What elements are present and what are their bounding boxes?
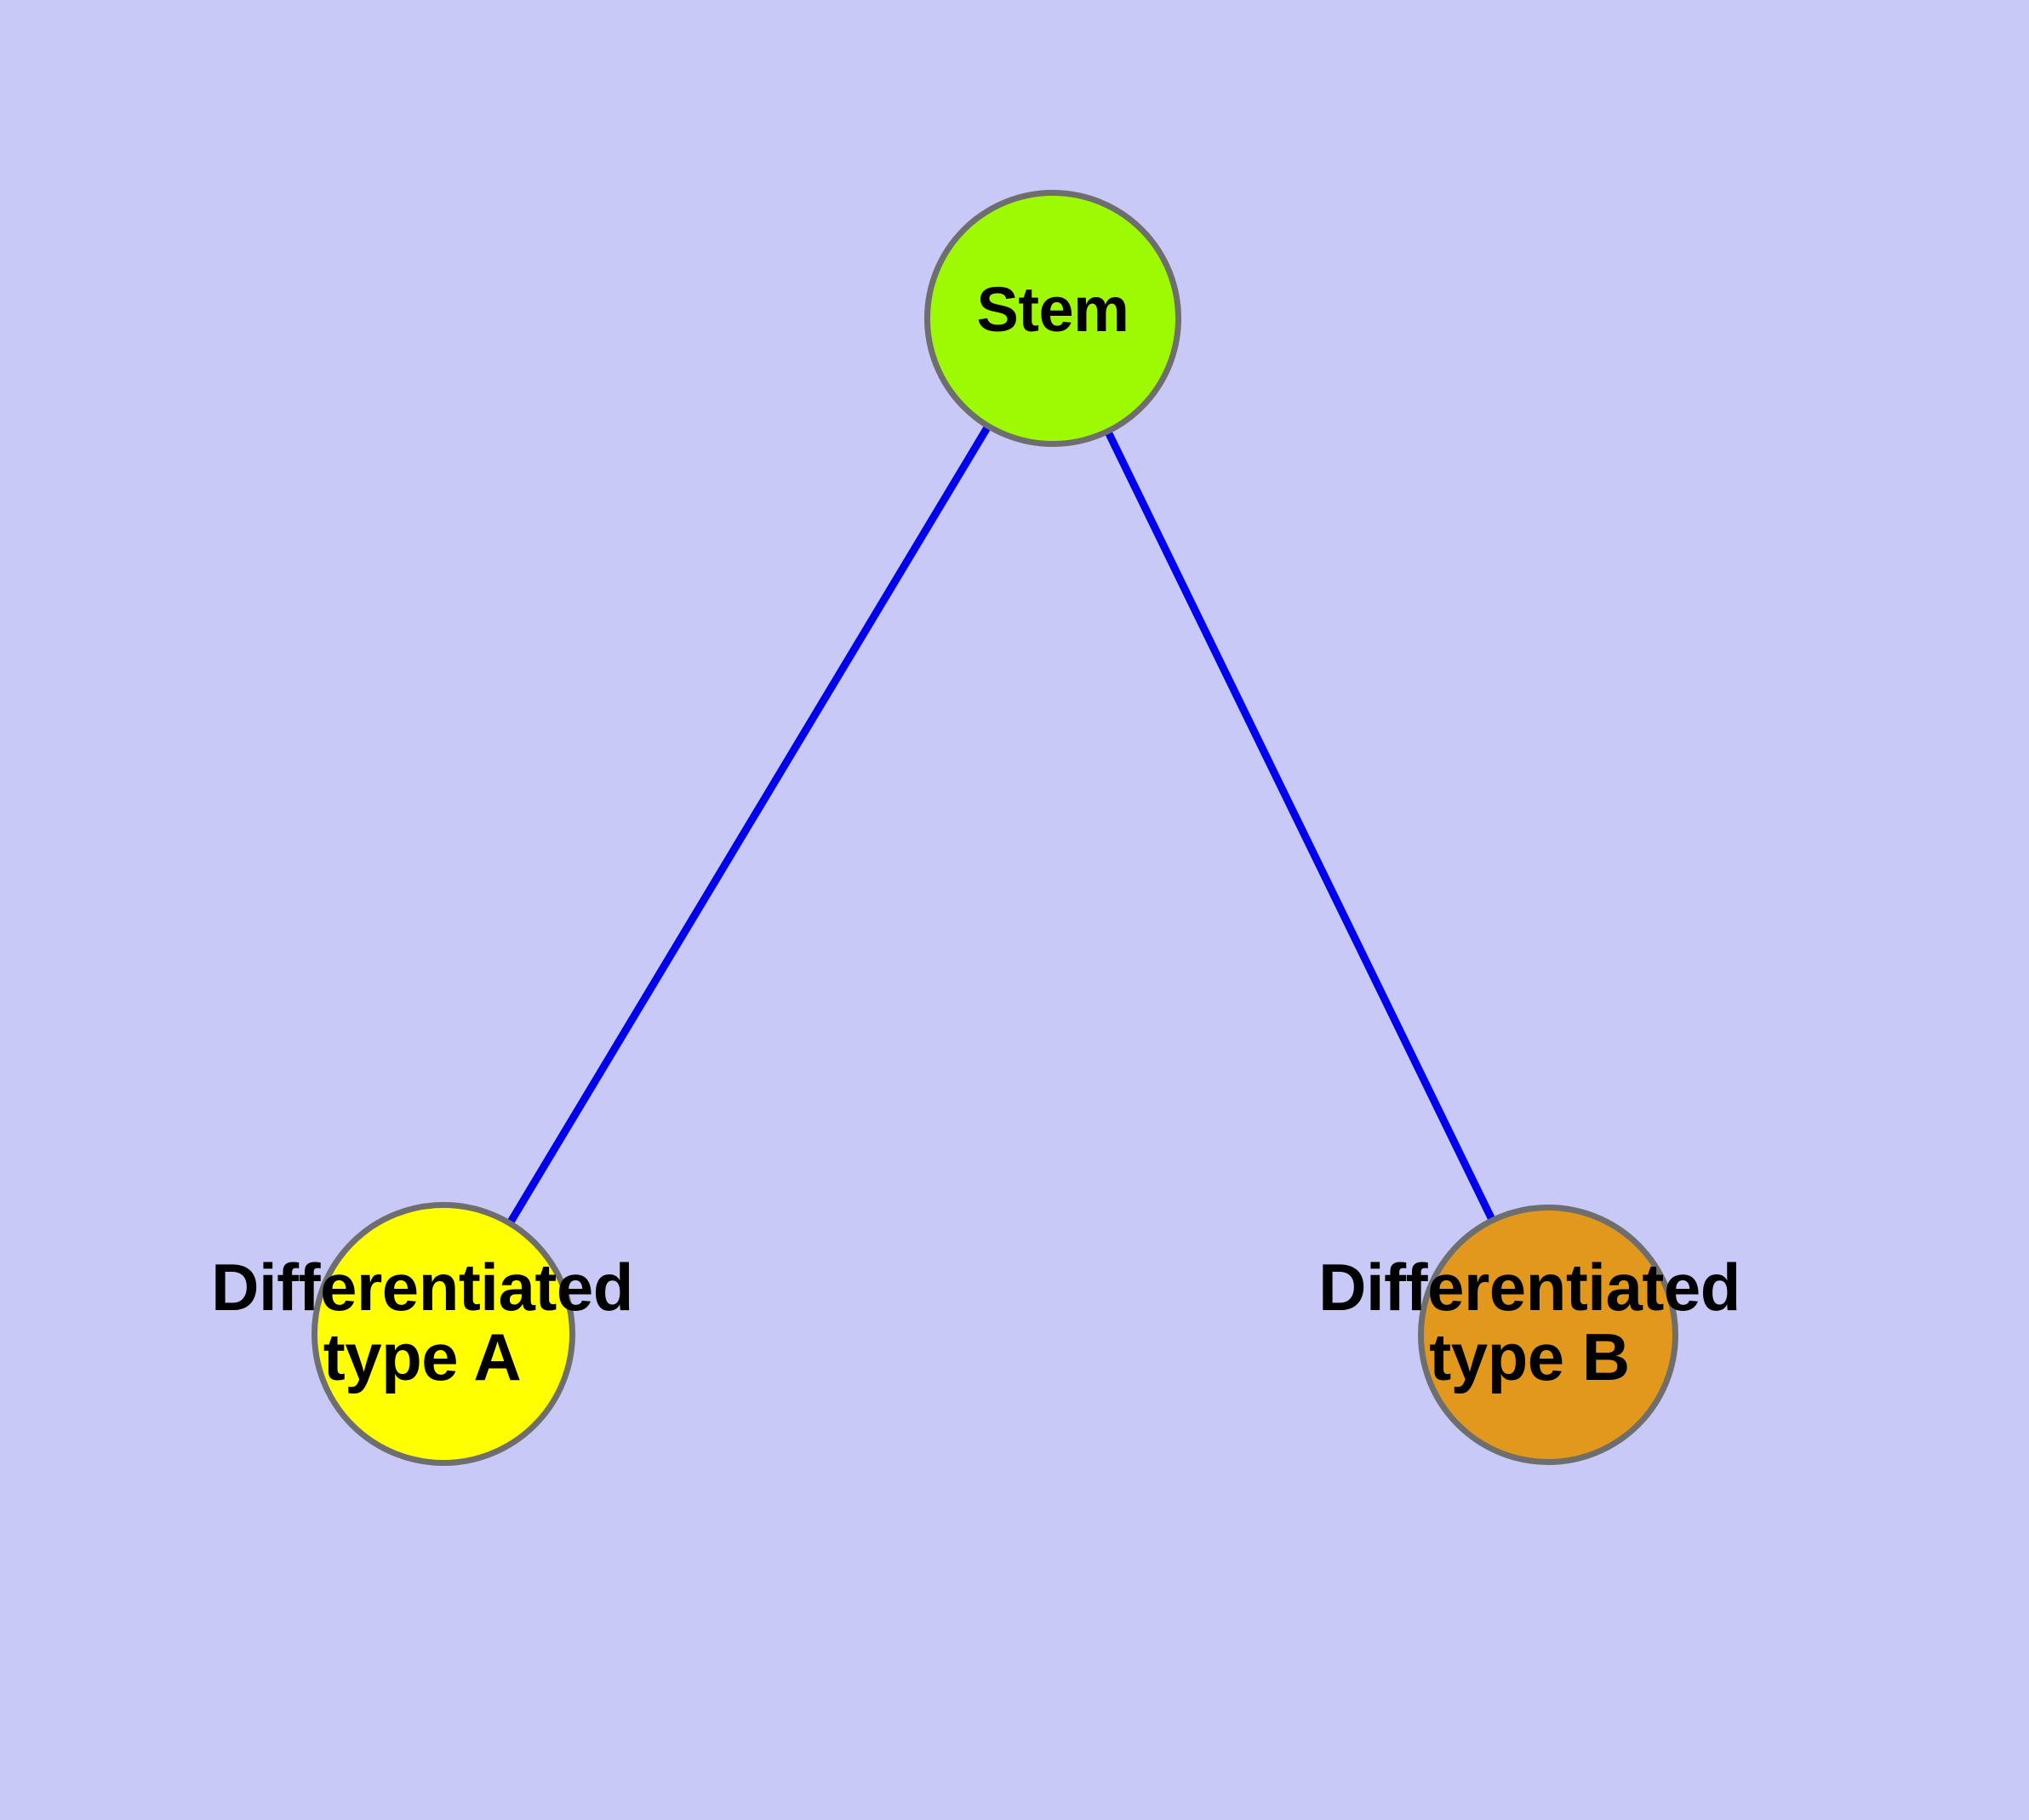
node-differentiated-type-a[interactable]	[311, 1202, 575, 1466]
edge-stem-to-differentiated-type-a	[440, 316, 1056, 1336]
node-differentiated-type-b[interactable]	[1418, 1205, 1678, 1465]
node-stem[interactable]	[924, 190, 1181, 447]
edge-stem-to-differentiated-type-b	[1049, 317, 1552, 1336]
